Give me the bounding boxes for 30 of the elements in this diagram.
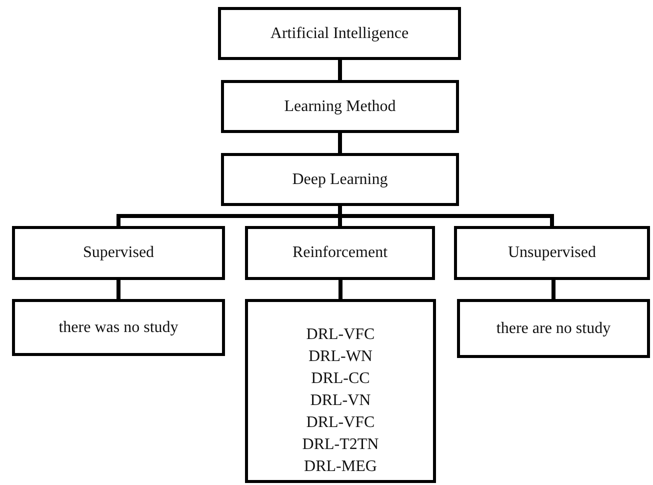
box-label: Deep Learning xyxy=(292,170,388,190)
category-box xyxy=(12,226,225,280)
box-label: DRL-T2TN xyxy=(302,435,379,455)
box-label: Learning Method xyxy=(284,96,396,116)
connector-line xyxy=(338,60,342,80)
box-label: Artificial Intelligence xyxy=(270,24,409,44)
box-label: Supervised xyxy=(82,243,154,263)
category-box xyxy=(218,7,461,60)
category-box xyxy=(221,153,459,206)
box-label: there was no study xyxy=(58,318,178,338)
box-label: Unsupervised xyxy=(508,243,596,263)
connector-line xyxy=(338,206,554,226)
connector-line xyxy=(552,280,556,299)
box-label: DRL-VFC xyxy=(306,413,375,433)
box-label: DRL-CC xyxy=(311,369,370,389)
box-label: DRL-MEG xyxy=(304,457,377,477)
category-box xyxy=(221,80,459,133)
category-box xyxy=(245,299,436,483)
box-label: there are no study xyxy=(496,318,611,338)
category-box xyxy=(457,299,650,358)
box-label: DRL-WN xyxy=(308,347,372,367)
category-box xyxy=(12,299,225,356)
category-box xyxy=(245,226,435,280)
connector-line xyxy=(338,280,342,299)
box-label: DRL-VFC xyxy=(306,325,375,345)
box-label: DRL-VN xyxy=(310,391,371,411)
connector-line xyxy=(338,133,342,153)
category-box xyxy=(454,226,650,280)
box-label: Reinforcement xyxy=(292,243,388,263)
connector-line xyxy=(116,280,120,299)
